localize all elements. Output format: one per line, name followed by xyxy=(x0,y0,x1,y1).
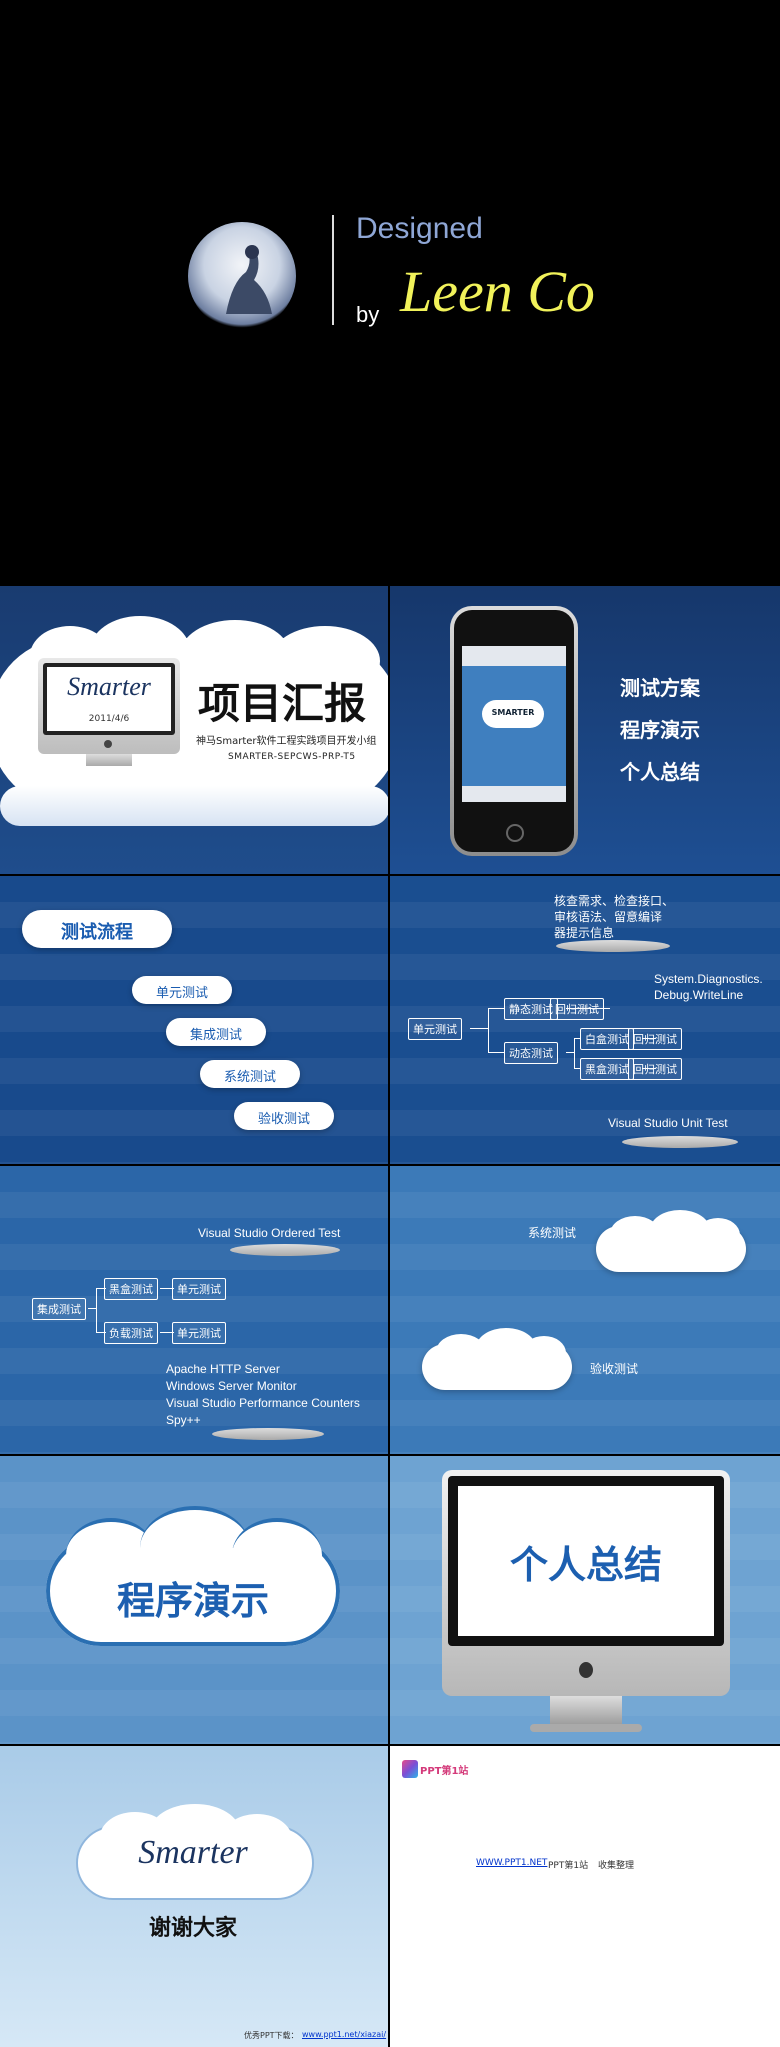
report-subtitle: 神马Smarter软件工程实践项目开发小组 xyxy=(196,736,377,747)
slide-project-report: Smarter 2011/4/6 项目汇报 神马Smarter软件工程实践项目开… xyxy=(0,586,388,874)
signature: Leen Co xyxy=(400,259,595,324)
ppt1-link[interactable]: WWW.PPT1.NET xyxy=(476,1858,548,1868)
footer-link[interactable]: www.ppt1.net/xiazai/ xyxy=(302,2030,387,2039)
ppt1-collect: 收集整理 xyxy=(598,1861,635,1871)
acceptance-test-label: 验收测试 xyxy=(257,1112,310,1127)
tool-apache: Apache HTTP Server xyxy=(166,1362,280,1376)
slide-unit-test: 核查需求、检查接口、 审核语法、留意编译 器提示信息 System.Diagno… xyxy=(390,876,780,1164)
tool-monitor: Windows Server Monitor xyxy=(166,1379,297,1393)
slide-credits: PPT第1站 WWW.PPT1.NET PPT第1站 收集整理 xyxy=(390,1746,780,2047)
vs-unit-test-label: Visual Studio Unit Test xyxy=(608,1116,728,1130)
title-slide: Designed by Leen Co xyxy=(0,0,780,584)
demo-title: 程序演示 xyxy=(116,1579,269,1623)
designed-label: Designed xyxy=(356,212,483,245)
ordered-test-label: Visual Studio Ordered Test xyxy=(198,1226,341,1240)
tool-spy: Spy++ xyxy=(166,1413,201,1427)
node-unit-1: 单元测试 xyxy=(172,1278,226,1300)
apple-icon xyxy=(104,740,112,748)
thanks-text: 谢谢大家 xyxy=(148,1916,237,1941)
apple-icon-2 xyxy=(579,1662,593,1678)
node-dynamic-test: 动态测试 xyxy=(504,1042,558,1064)
ppt1-logo-icon xyxy=(402,1760,418,1778)
node-white-box: 白盒测试 xyxy=(580,1028,634,1050)
node-regress-2: 回归测试 xyxy=(628,1028,682,1050)
slide-summary: 个人总结 xyxy=(390,1456,780,1744)
check-note-2: 审核语法、留意编译 xyxy=(554,910,663,924)
by-label: by xyxy=(356,302,380,327)
phone-label: SMARTER xyxy=(491,708,535,717)
imac-icon: Smarter 2011/4/6 xyxy=(38,658,180,754)
ppt1-logo-text: PPT第1站 xyxy=(420,1766,469,1777)
system-test-text: 系统测试 xyxy=(528,1226,577,1240)
node-regress-1: 回归测试 xyxy=(550,998,604,1020)
avatar xyxy=(188,222,296,330)
node-unit-test: 单元测试 xyxy=(408,1018,462,1040)
node-black-box: 黑盒测试 xyxy=(580,1058,634,1080)
menu-summary: 个人总结 xyxy=(620,762,700,784)
debug-note-1: System.Diagnostics. xyxy=(654,972,763,986)
ppt1-site: PPT第1站 xyxy=(548,1861,589,1871)
report-date: 2011/4/6 xyxy=(88,714,130,724)
menu-demo: 程序演示 xyxy=(620,720,700,742)
acceptance-test-text: 验收测试 xyxy=(590,1362,639,1376)
report-code: SMARTER-SEPCWS-PRP-T5 xyxy=(228,752,356,762)
check-note-3: 器提示信息 xyxy=(554,926,615,940)
test-flow-label: 测试流程 xyxy=(61,922,133,943)
menu-test-plan: 测试方案 xyxy=(620,678,700,700)
node-integration-test: 集成测试 xyxy=(32,1298,86,1320)
check-note-1: 核查需求、检查接口、 xyxy=(554,894,675,908)
node-unit-2: 单元测试 xyxy=(172,1322,226,1344)
node-static-test: 静态测试 xyxy=(504,998,558,1020)
smarter-logo-2: Smarter xyxy=(138,1834,248,1871)
node-load-test: 负载测试 xyxy=(104,1322,158,1344)
slide-menu: SMARTER 测试方案 程序演示 个人总结 xyxy=(390,586,780,874)
debug-note-2: Debug.WriteLine xyxy=(654,988,744,1002)
slide-thanks: Smarter 谢谢大家 优秀PPT下载： www.ppt1.net/xiaza… xyxy=(0,1746,388,2047)
imac-frame: 个人总结 xyxy=(442,1470,730,1696)
cloud-test-flow xyxy=(22,910,172,948)
node-black-box-2: 黑盒测试 xyxy=(104,1278,158,1300)
slide-demo: 程序演示 xyxy=(0,1456,388,1744)
slide-system-acceptance: 系统测试 验收测试 xyxy=(390,1166,780,1454)
phone-icon: SMARTER xyxy=(450,606,578,856)
footer-prefix: 优秀PPT下载： xyxy=(244,2031,299,2040)
system-test-label: 系统测试 xyxy=(223,1070,276,1085)
tool-counters: Visual Studio Performance Counters xyxy=(166,1396,360,1410)
unit-test-label: 单元测试 xyxy=(155,986,208,1001)
summary-title: 个人总结 xyxy=(509,1543,662,1587)
report-title: 项目汇报 xyxy=(198,679,367,728)
slide-integration-test: Visual Studio Ordered Test 集成测试 黑盒测试 负载测… xyxy=(0,1166,388,1454)
divider xyxy=(332,215,334,325)
node-regress-3: 回归测试 xyxy=(628,1058,682,1080)
smarter-logo: Smarter xyxy=(67,672,151,701)
integration-test-label: 集成测试 xyxy=(189,1028,242,1043)
slide-test-flow: 测试流程 单元测试 集成测试 系统测试 验收测试 xyxy=(0,876,388,1164)
